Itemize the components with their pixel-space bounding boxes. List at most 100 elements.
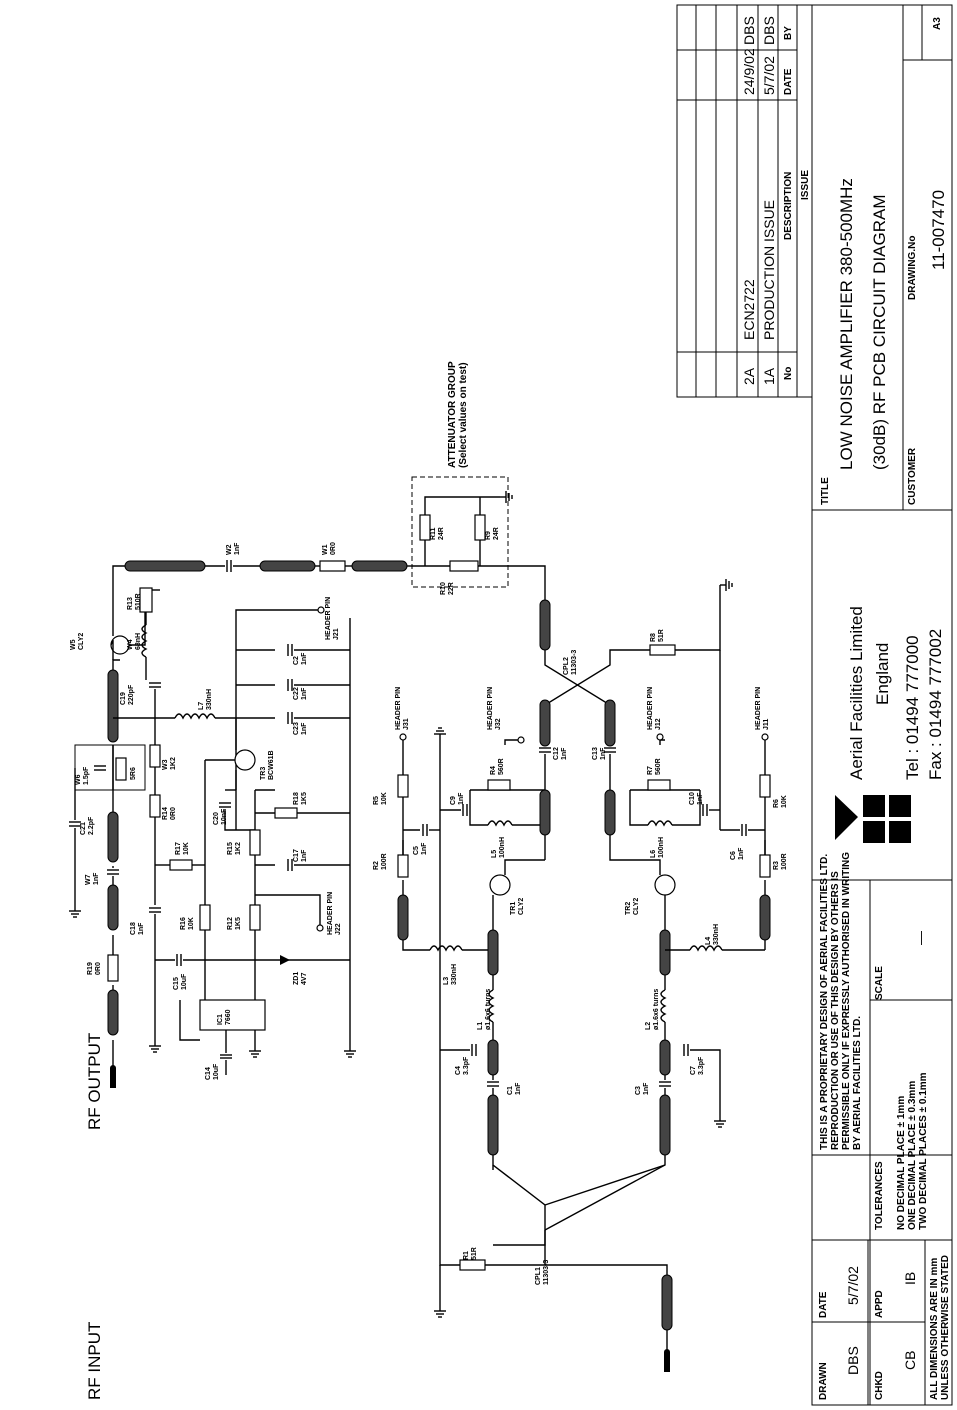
label-c20-ref: C20: [213, 812, 220, 825]
date-label: DATE: [818, 1291, 829, 1318]
label-ic1-ref: IC1: [217, 1014, 224, 1025]
label-c3-ref: C3: [635, 1086, 642, 1095]
issue-1a-date: 5/7/02: [761, 56, 777, 95]
proprietary-line-2: REPRODUCTION OR USE OF THIS DESIGN BY OT…: [830, 871, 841, 1150]
label-tr1-ref: TR1: [510, 902, 517, 915]
rf-output-connector: [110, 1065, 116, 1088]
label-c6-value: 1nF: [738, 847, 745, 860]
label-w5-ref: W5: [70, 639, 77, 650]
tolerance-line-2: ONE DECIMAL PLACE ± 0.3mm: [907, 1081, 918, 1230]
label-j22-value: J22: [335, 923, 342, 935]
label-c18-ref: C18: [130, 922, 137, 935]
label-r10-ref: R10: [440, 582, 447, 595]
sheet-size: A3: [932, 17, 943, 30]
label-l2-ref: L2: [645, 1022, 652, 1030]
label-r17-value: 10K: [183, 842, 190, 855]
drawing-no-label: DRAWING.No: [907, 236, 918, 300]
company-fax: Fax : 01494 777002: [926, 629, 945, 780]
label-tr3-ref: TR3: [260, 767, 267, 780]
title-block: 2A ECN2722 24/9/02 DBS 1A PRODUCTION ISS…: [676, 4, 953, 1406]
label-r4-ref: R4: [490, 766, 497, 775]
label-w6-value: 1.5pF: [83, 766, 90, 785]
label-c17-ref: C17: [293, 849, 300, 862]
company-logo: [835, 795, 911, 843]
label-c4-value: 3.3pF: [463, 1056, 470, 1075]
label-l1-ref: L1: [477, 1022, 484, 1030]
appd-value: IB: [902, 1272, 918, 1285]
chkd-value: CB: [902, 1351, 918, 1370]
company-name: Aerial Facilities Limited: [847, 606, 866, 780]
label-r13-ref: R13: [127, 597, 134, 610]
label-l4-value: 330nH: [713, 924, 720, 945]
label-j11-value: J11: [763, 719, 770, 730]
title-line-2: (30dB) RF PCB CIRCUIT DIAGRAM: [870, 194, 889, 470]
date-value: 5/7/02: [845, 1266, 861, 1305]
label-j32-value: J32: [495, 718, 502, 730]
label-r16-value: 10K: [188, 917, 195, 930]
label-c3-value: 1nF: [643, 1082, 650, 1095]
appd-label: APPD: [874, 1290, 885, 1318]
label-tr1-value: CLY2: [518, 898, 525, 915]
label-w2-value: 1nF: [234, 542, 241, 555]
label-w2-ref: W2: [226, 544, 233, 555]
label-r3-ref: R3: [773, 861, 780, 870]
label-l7-value: 330nH: [206, 689, 213, 710]
issue-header-description: DESCRIPTION: [783, 172, 794, 240]
label-c7-value: 3.3pF: [698, 1056, 705, 1075]
label-j31-ref: HEADER PIN: [395, 687, 402, 730]
label-l6-value: 100nH: [658, 837, 665, 858]
label-l3-ref: L3: [443, 977, 450, 985]
label-c17-value: 1nF: [301, 849, 308, 862]
label-w4-ref: W4: [127, 639, 134, 650]
label-cpl1-value: 11303-3: [543, 1260, 550, 1285]
label-w4-value: 68nH: [135, 633, 142, 650]
label-r10-value: 22R: [448, 582, 455, 595]
label-tr2-value: CLY2: [633, 898, 640, 915]
scale-value: —: [912, 931, 928, 945]
label-r2-value: 100R: [381, 853, 388, 870]
issue-1a-by: DBS: [761, 16, 777, 45]
label-c18-value: 1nF: [138, 922, 145, 935]
label-j11-ref: HEADER PIN: [755, 687, 762, 730]
label-c14-value: 10uF: [213, 1063, 220, 1080]
label-c10-ref: C10: [689, 792, 696, 805]
issue-2a-no: 2A: [741, 367, 757, 385]
label-r15-ref: R15: [227, 842, 234, 855]
label-w3-ref: W3: [162, 759, 169, 770]
issue-2a-date: 24/9/02: [741, 48, 757, 95]
label-r14-ref: R14: [162, 807, 169, 820]
label-r18-value: 1K5: [301, 792, 308, 805]
label-cpl2-ref: CPL2: [563, 657, 570, 675]
label-c23-value: 1nF: [301, 722, 308, 735]
label-l7-ref: L7: [198, 702, 205, 710]
label-r12-ref: R12: [227, 917, 234, 930]
label-j32-ref: HEADER PIN: [487, 687, 494, 730]
issue-1a-description: PRODUCTION ISSUE: [761, 200, 777, 340]
label-c4-ref: C4: [455, 1066, 462, 1075]
label-c2-value: 1nF: [301, 652, 308, 665]
label-r15-value: 1K2: [235, 842, 242, 855]
label-w1-ref: W1: [322, 544, 329, 555]
label-w6-resistor: 5R6: [130, 767, 137, 780]
label-c20-value: 10nF: [221, 808, 228, 825]
rf-input-connector: [664, 1349, 670, 1372]
label-cpl1-ref: CPL1: [535, 1267, 542, 1285]
company-tel: Tel : 01494 777000: [903, 635, 922, 780]
scale-label: SCALE: [874, 966, 885, 1000]
label-tr3-value: BCW61B: [268, 750, 275, 780]
issue-header-no: No: [783, 367, 794, 380]
label-c15-value: 10uF: [181, 973, 188, 990]
label-j12-value: J12: [655, 718, 662, 730]
label-r7-ref: R7: [647, 766, 654, 775]
label-c9-ref: C9: [450, 796, 457, 805]
label-c19-ref: C19: [120, 692, 127, 705]
label-zd1-value: 4V7: [301, 972, 308, 985]
label-r1-ref: R1: [463, 1251, 470, 1260]
label-c1-value: 1nF: [515, 1082, 522, 1095]
issue-2a-description: ECN2722: [741, 279, 757, 340]
proprietary-line-4: BY AERIAL FACILITIES LTD.: [852, 1016, 863, 1150]
label-c12-ref: C12: [553, 747, 560, 760]
attenuator-note: (Select values on test): [458, 362, 469, 468]
proprietary-line-1: THIS IS A PROPRIETARY DESIGN OF AERIAL F…: [819, 854, 830, 1150]
